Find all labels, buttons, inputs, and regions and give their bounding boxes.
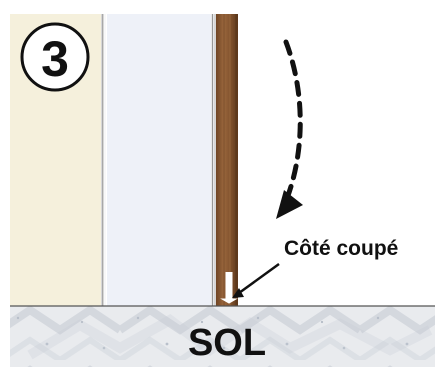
rotation-arrowhead (276, 190, 303, 219)
floor-texture (27, 314, 433, 360)
step-number: 3 (41, 31, 69, 87)
pointer-arrowhead (232, 288, 244, 298)
glass-panel (107, 14, 211, 306)
left-trim-highlight (104, 14, 106, 306)
wood-strip (216, 14, 238, 306)
cut-mark-icon (220, 272, 238, 304)
right-frame (211, 14, 216, 306)
annotation-label: Côté coupé (284, 237, 398, 260)
floor-band (10, 306, 435, 367)
rotation-arrow-icon (283, 39, 303, 204)
step-badge (20, 22, 90, 92)
pointer-arrow-icon (238, 262, 280, 295)
floor-label: SOL (188, 322, 266, 364)
